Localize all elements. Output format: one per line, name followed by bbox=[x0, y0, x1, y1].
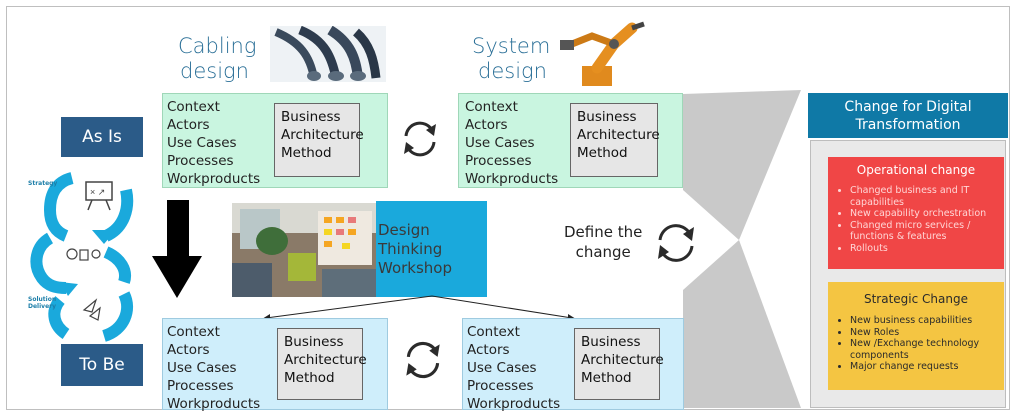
list-item: Processes bbox=[167, 153, 234, 169]
bam-box: Business Architecture Method bbox=[570, 103, 660, 177]
list-item: New Roles bbox=[850, 327, 1004, 339]
list-item: Workproducts bbox=[465, 171, 559, 187]
header-line: Change for Digital bbox=[844, 98, 972, 115]
cabling-as-is-list: Context Actors Use Cases Processes Workp… bbox=[167, 98, 260, 188]
header-line: Transformation bbox=[855, 116, 961, 133]
list-item: Actors bbox=[467, 342, 510, 358]
list-item: Rollouts bbox=[850, 243, 1004, 255]
refresh-cycle-icon bbox=[406, 341, 440, 379]
list-item: Actors bbox=[167, 342, 210, 358]
system-design-title: System design bbox=[472, 34, 550, 84]
list-item: Actors bbox=[465, 117, 508, 133]
bam-line: Method bbox=[581, 370, 632, 386]
strategic-change-card: Strategic Change New business capabiliti… bbox=[828, 282, 1004, 390]
list-item: Context bbox=[467, 324, 520, 340]
bam-line: Business bbox=[284, 334, 344, 350]
bam-line: Business bbox=[581, 334, 641, 350]
cabling-title-line1: Cabling bbox=[178, 34, 257, 58]
strategic-change-title: Strategic Change bbox=[863, 292, 968, 306]
digital-transformation-header: Change for Digital Transformation bbox=[808, 93, 1008, 138]
bam-line: Architecture bbox=[581, 352, 664, 368]
bam-line: Business bbox=[577, 109, 637, 125]
workshop-photo bbox=[232, 203, 378, 297]
list-item: Context bbox=[167, 99, 220, 115]
bam-line: Architecture bbox=[577, 127, 660, 143]
list-item: Actors bbox=[167, 117, 210, 133]
list-item: Changed business and IT capabilities bbox=[850, 185, 1004, 208]
list-item: Processes bbox=[167, 378, 234, 394]
design-thinking-workshop-box: Design Thinking Workshop bbox=[376, 201, 487, 297]
list-item: New business capabilities bbox=[850, 315, 1004, 327]
workshop-line: Design bbox=[378, 221, 430, 239]
operational-change-title: Operational change bbox=[856, 163, 976, 177]
list-item: Context bbox=[167, 324, 220, 340]
list-item: Workproducts bbox=[167, 171, 261, 187]
list-item: Processes bbox=[467, 378, 534, 394]
list-item: Workproducts bbox=[167, 396, 261, 412]
list-item: Processes bbox=[465, 153, 532, 169]
system-to-be-list: Context Actors Use Cases Processes Workp… bbox=[467, 323, 560, 413]
bam-box: Business Architecture Method bbox=[274, 103, 364, 177]
down-arrow-icon bbox=[152, 200, 202, 298]
bam-line: Architecture bbox=[281, 127, 364, 143]
workshop-line: Workshop bbox=[378, 259, 453, 277]
list-item: New /Exchange technology components bbox=[850, 338, 1004, 361]
refresh-cycle-icon bbox=[404, 121, 436, 157]
as-is-label: As Is bbox=[61, 117, 143, 157]
robot-arm-photo bbox=[552, 14, 648, 90]
list-item: Workproducts bbox=[467, 396, 561, 412]
define-line: change bbox=[575, 243, 631, 261]
list-item: Changed micro services / functions & fea… bbox=[850, 220, 1004, 243]
cabling-to-be-list: Context Actors Use Cases Processes Workp… bbox=[167, 323, 260, 413]
bam-box: Business Architecture Method bbox=[574, 328, 664, 400]
bam-line: Architecture bbox=[284, 352, 367, 368]
define-line: Define the bbox=[564, 223, 643, 241]
define-the-change-label: Define the change bbox=[564, 222, 642, 262]
list-item: Use Cases bbox=[167, 135, 237, 151]
strategy-label: Strategy bbox=[28, 180, 58, 187]
bam-line: Method bbox=[577, 145, 628, 161]
strategy-cycle-graphic: × ↗ bbox=[30, 172, 134, 342]
bam-line: Business bbox=[281, 109, 341, 125]
workshop-line: Thinking bbox=[378, 240, 443, 258]
define-cycle-icon bbox=[658, 224, 694, 262]
system-title-line2: design bbox=[478, 59, 547, 83]
solution-label-line1: Solution bbox=[28, 296, 57, 303]
system-as-is-list: Context Actors Use Cases Processes Workp… bbox=[465, 98, 558, 188]
list-item: Use Cases bbox=[465, 135, 535, 151]
list-item: Use Cases bbox=[467, 360, 537, 376]
operational-change-list: Changed business and IT capabilities New… bbox=[828, 185, 1004, 254]
cabling-design-title: Cabling design bbox=[178, 34, 256, 84]
to-be-label: To Be bbox=[61, 344, 143, 386]
list-item: New capability orchestration bbox=[850, 208, 1004, 220]
strategic-change-list: New business capabilities New Roles New … bbox=[828, 315, 1004, 373]
cables-photo bbox=[270, 26, 386, 82]
solution-label-line2: Delivery bbox=[28, 303, 57, 310]
svg-text:× ↗: × ↗ bbox=[90, 187, 105, 197]
bam-line: Method bbox=[284, 370, 335, 386]
list-item: Major change requests bbox=[850, 361, 1004, 373]
list-item: Context bbox=[465, 99, 518, 115]
system-title-line1: System bbox=[472, 34, 551, 58]
funnel-shape bbox=[683, 90, 801, 408]
bam-box: Business Architecture Method bbox=[277, 328, 367, 400]
cabling-title-line2: design bbox=[180, 59, 249, 83]
list-item: Use Cases bbox=[167, 360, 237, 376]
bam-line: Method bbox=[281, 145, 332, 161]
solution-delivery-label: Solution Delivery bbox=[28, 296, 56, 310]
operational-change-card: Operational change Changed business and … bbox=[828, 157, 1004, 269]
